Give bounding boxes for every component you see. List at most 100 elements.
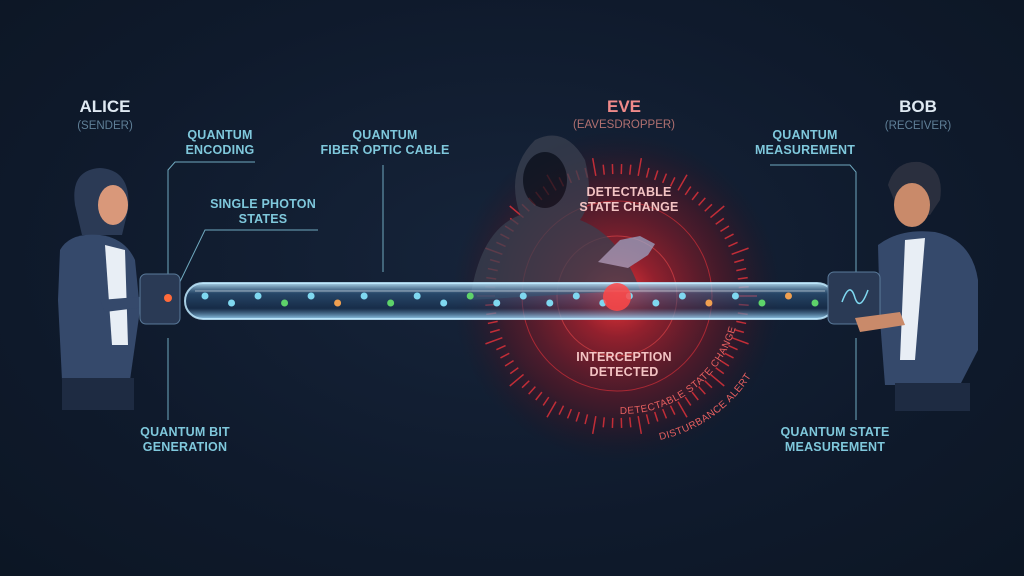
alice-name: ALICE — [79, 97, 131, 116]
waveform-icon — [841, 289, 869, 305]
photon — [731, 292, 739, 300]
tick-mark — [728, 344, 738, 351]
photon — [228, 299, 236, 307]
photon — [493, 299, 501, 307]
eve-role: (EAVESDROPPER) — [572, 119, 676, 131]
tick-mark — [684, 396, 692, 406]
tick-mark — [637, 416, 643, 435]
photon — [705, 299, 713, 307]
bob-name: BOB — [899, 97, 937, 116]
eve-figure — [470, 135, 655, 300]
tick-mark — [677, 174, 688, 191]
interception-point — [603, 283, 631, 311]
tick-mark — [724, 233, 734, 240]
photon — [413, 292, 421, 300]
tick-mark — [489, 328, 500, 334]
tick-mark — [535, 391, 543, 401]
photon — [254, 292, 262, 300]
tick-mark — [720, 225, 730, 232]
tick-mark — [731, 247, 749, 255]
photon — [678, 292, 686, 300]
photon-source — [164, 294, 172, 302]
tick-mark — [731, 337, 749, 345]
photon — [546, 299, 554, 307]
tick-mark — [487, 320, 498, 325]
tick-mark — [698, 197, 706, 206]
tick-mark — [591, 416, 597, 435]
tick-mark — [736, 320, 747, 325]
photon — [784, 292, 792, 300]
tick-mark — [698, 386, 706, 395]
tick-mark — [677, 401, 688, 418]
tick-mark — [602, 417, 605, 428]
tick-mark — [684, 186, 692, 196]
photon — [466, 292, 474, 300]
tick-mark — [591, 157, 597, 176]
photon — [758, 299, 766, 307]
photon — [281, 299, 289, 307]
tick-mark — [546, 401, 557, 418]
tick-mark — [496, 344, 506, 351]
tick-mark — [715, 367, 725, 375]
photon — [387, 299, 395, 307]
tick-mark — [558, 405, 565, 415]
tick-mark — [485, 337, 503, 345]
tick-mark — [715, 217, 725, 225]
tick-mark — [734, 258, 745, 264]
tick-mark — [737, 276, 748, 280]
eve-hand — [598, 236, 655, 268]
photon — [307, 292, 315, 300]
tick-mark — [509, 373, 525, 387]
tick-mark — [645, 167, 650, 178]
bob-figure — [827, 161, 978, 411]
photon — [360, 292, 368, 300]
leader-lines — [167, 161, 857, 420]
tick-mark — [653, 170, 659, 181]
photon — [519, 292, 527, 300]
tick-mark — [629, 164, 632, 175]
photon — [334, 299, 342, 307]
tick-mark — [728, 241, 738, 248]
photons — [201, 292, 819, 307]
tick-mark — [704, 380, 713, 389]
photon — [811, 299, 819, 307]
photon — [201, 292, 209, 300]
tick-mark — [528, 386, 536, 395]
tick-mark — [662, 173, 668, 184]
alice-figure — [58, 168, 181, 410]
photon — [572, 292, 580, 300]
tick-mark — [669, 177, 676, 187]
tick-mark — [734, 328, 745, 334]
tick-mark — [645, 414, 650, 425]
tick-mark — [500, 352, 510, 359]
tick-mark — [709, 205, 725, 219]
tick-mark — [566, 408, 572, 419]
tick-mark — [704, 203, 713, 212]
tick-mark — [504, 360, 514, 367]
tick-mark — [720, 360, 730, 367]
tick-mark — [691, 191, 699, 201]
tick-mark — [509, 367, 519, 375]
bob-role: (RECEIVER) — [884, 120, 952, 132]
photon — [652, 299, 660, 307]
tick-mark — [653, 411, 659, 422]
tick-mark — [629, 417, 632, 428]
tick-mark — [542, 396, 550, 406]
tick-mark — [575, 411, 581, 422]
tick-mark — [724, 352, 734, 359]
tick-mark — [602, 164, 605, 175]
tick-mark — [691, 391, 699, 401]
eve-name: EVE — [606, 97, 642, 116]
tick-mark — [736, 267, 747, 272]
tick-mark — [637, 157, 643, 176]
tick-mark — [669, 405, 676, 415]
